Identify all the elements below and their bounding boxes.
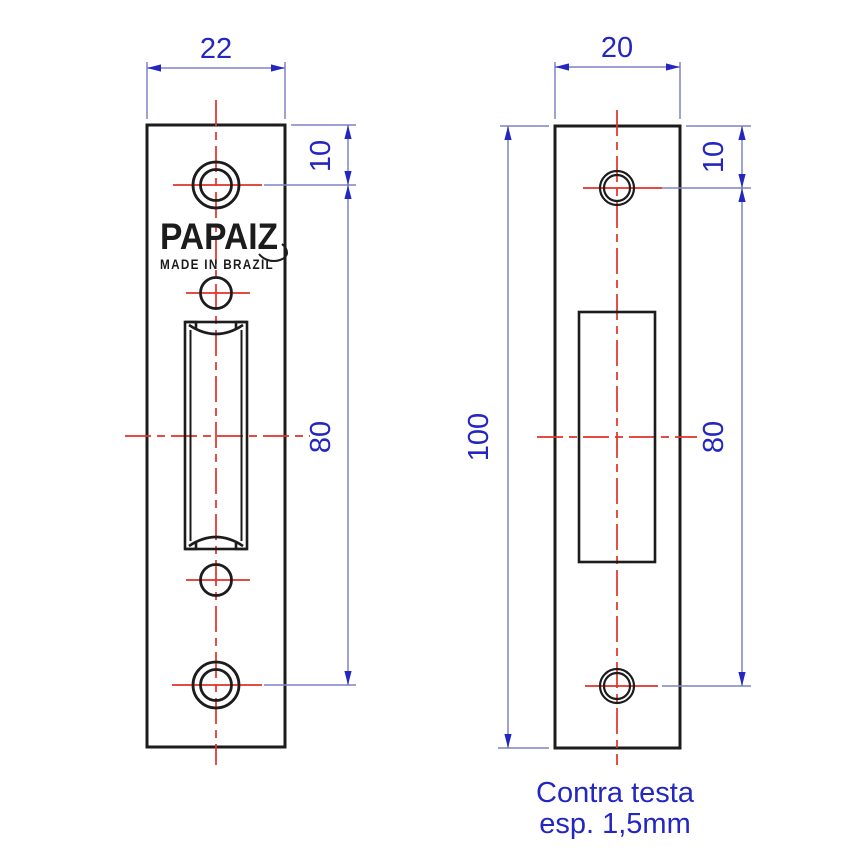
hole-inner-circle xyxy=(199,668,233,702)
hole-inner-circle xyxy=(199,168,233,202)
latch-opening-outline xyxy=(183,320,249,551)
hole-outer-circle xyxy=(191,660,241,710)
hole-outer-circle xyxy=(598,169,636,207)
latch-opening xyxy=(183,320,249,551)
latch-bottom-left-tab xyxy=(185,542,198,551)
lower-small-hole xyxy=(199,563,233,597)
right-spacing-dimension: 80 xyxy=(662,188,751,687)
upper-small-hole xyxy=(199,276,233,310)
left-width-dimension: 22 xyxy=(146,33,286,119)
arrowhead xyxy=(738,174,746,188)
arrowhead xyxy=(344,125,352,139)
arrowhead xyxy=(738,188,746,202)
latch-top-right-tab xyxy=(234,320,247,329)
dimension-value: 20 xyxy=(601,32,633,64)
latch-cutout-outline xyxy=(577,310,657,564)
left-offset-dimension: 10 xyxy=(264,124,356,186)
latch-top-left-tab xyxy=(185,320,198,329)
arrowhead xyxy=(344,185,352,199)
brand-logo-text: PAPAIZ xyxy=(160,216,278,257)
dimension-value: 22 xyxy=(200,33,232,65)
right-top-screw-hole xyxy=(598,169,636,207)
dimension-value: 10 xyxy=(698,141,730,173)
dimension-value: 80 xyxy=(305,421,337,453)
latch-bottom-right-tab xyxy=(234,542,247,551)
caption-line-1: Contra testa xyxy=(536,777,695,809)
right-height-dimension: 100 xyxy=(463,125,549,749)
brand-logo-swash xyxy=(258,243,288,263)
arrowhead xyxy=(344,671,352,685)
dimension-value: 100 xyxy=(463,413,495,461)
dimension-value: 80 xyxy=(698,421,730,453)
left-view-centerlines xyxy=(125,100,310,765)
left-top-screw-hole xyxy=(191,160,241,210)
arrowhead xyxy=(738,126,746,140)
hole-inner-circle xyxy=(602,671,632,701)
made-in-brazil-text: MADE IN BRAZIL xyxy=(160,257,274,272)
arrowhead xyxy=(344,171,352,185)
right-bottom-screw-hole xyxy=(598,667,636,705)
left-spacing-dimension: 80 xyxy=(264,185,356,686)
caption-line-2: esp. 1,5mm xyxy=(539,808,691,840)
latch-lip-top-arc xyxy=(188,323,244,336)
arrowhead xyxy=(666,63,680,71)
left-bottom-screw-hole xyxy=(191,660,241,710)
latch-lip-bottom-arc xyxy=(188,535,244,548)
hole-outer-circle xyxy=(598,667,636,705)
right-view: 20 100 10 80 xyxy=(463,32,751,765)
left-view: PAPAIZ MADE IN BRAZIL 22 xyxy=(125,33,356,765)
right-view-centerlines xyxy=(537,110,697,765)
arrowhead xyxy=(147,64,161,72)
right-offset-dimension: 10 xyxy=(662,125,751,189)
arrowhead xyxy=(504,734,512,748)
hole-inner-circle xyxy=(602,173,632,203)
caption: Contra testa esp. 1,5mm xyxy=(536,777,695,840)
arrowhead xyxy=(555,63,569,71)
dimension-value: 10 xyxy=(305,140,337,172)
arrowhead xyxy=(271,64,285,72)
hole-outer-circle xyxy=(191,160,241,210)
arrowhead xyxy=(738,672,746,686)
arrowhead xyxy=(504,126,512,140)
right-width-dimension: 20 xyxy=(554,32,681,119)
